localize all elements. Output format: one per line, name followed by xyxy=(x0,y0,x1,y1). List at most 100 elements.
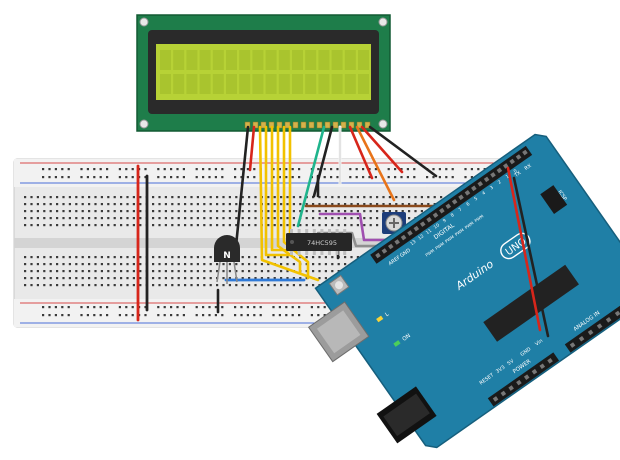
breadboard-hole xyxy=(291,314,294,317)
breadboard-hole xyxy=(61,306,64,309)
lcd-pin-header xyxy=(244,121,371,129)
breadboard-hole xyxy=(195,306,198,309)
breadboard-hole xyxy=(234,306,237,309)
breadboard-hole xyxy=(75,224,78,227)
breadboard-hole xyxy=(139,196,142,199)
breadboard-hole xyxy=(337,196,340,199)
lcd-char-cell xyxy=(160,50,171,70)
lcd-pin xyxy=(276,121,283,129)
breadboard-hole xyxy=(94,270,97,273)
breadboard-hole xyxy=(291,306,294,309)
breadboard-hole xyxy=(253,314,256,317)
breadboard-hole xyxy=(24,224,27,227)
breadboard-hole xyxy=(344,256,347,259)
breadboard-hole xyxy=(235,217,238,220)
breadboard-hole xyxy=(94,196,97,199)
digital-pin-number: 13 xyxy=(409,239,417,247)
breadboard-hole xyxy=(163,176,166,179)
breadboard-hole xyxy=(273,284,276,287)
breadboard-hole xyxy=(298,168,301,171)
breadboard-hole xyxy=(190,270,193,273)
breadboard-hole xyxy=(253,168,256,171)
breadboard-hole xyxy=(241,224,244,227)
breadboard-hole xyxy=(292,217,295,220)
breadboard-hole xyxy=(216,203,219,206)
breadboard-hole xyxy=(376,224,379,227)
breadboard-hole xyxy=(176,176,179,179)
breadboard-hole xyxy=(120,263,123,266)
breadboard-hole xyxy=(190,263,193,266)
header-pin xyxy=(578,335,585,342)
breadboard-hole xyxy=(30,270,33,273)
breadboard-hole xyxy=(216,196,219,199)
breadboard-hole xyxy=(94,263,97,266)
ic-pin xyxy=(290,250,293,255)
lcd-char-cell xyxy=(344,74,356,94)
breadboard-hole xyxy=(209,277,212,280)
breadboard-hole xyxy=(43,277,46,280)
breadboard-hole xyxy=(344,263,347,266)
breadboard-hole xyxy=(126,217,129,220)
breadboard-hole xyxy=(299,196,302,199)
ic-pin xyxy=(328,250,331,255)
breadboard-hole xyxy=(176,314,179,317)
breadboard-hole xyxy=(49,284,52,287)
breadboard-hole xyxy=(369,210,372,213)
breadboard-hole xyxy=(113,277,116,280)
breadboard-hole xyxy=(299,210,302,213)
header-pin xyxy=(419,221,426,227)
header-pin xyxy=(569,342,576,348)
breadboard-hole xyxy=(305,224,308,227)
breadboard-hole xyxy=(260,277,263,280)
breadboard-hole xyxy=(222,263,225,266)
breadboard-hole xyxy=(222,210,225,213)
breadboard-hole xyxy=(43,217,46,220)
breadboard-hole xyxy=(382,196,385,199)
breadboard-hole xyxy=(260,284,263,287)
header-pin xyxy=(387,243,394,250)
breadboard-hole xyxy=(336,176,339,179)
breadboard-hole xyxy=(298,176,301,179)
breadboard-hole xyxy=(107,203,110,206)
header-pin xyxy=(426,216,432,223)
breadboard-hole xyxy=(208,306,211,309)
breadboard-hole xyxy=(93,168,96,171)
breadboard-hole xyxy=(228,277,231,280)
breadboard-hole xyxy=(184,196,187,199)
breadboard-hole xyxy=(158,277,161,280)
breadboard-hole xyxy=(107,217,110,220)
breadboard-hole xyxy=(177,263,180,266)
breadboard-hole xyxy=(177,270,180,273)
breadboard-hole xyxy=(42,306,45,309)
lcd-pin xyxy=(284,121,291,129)
breadboard-hole xyxy=(158,284,161,287)
lcd-char-cell xyxy=(186,50,198,70)
breadboard-hole xyxy=(318,270,321,273)
breadboard-hole xyxy=(267,263,270,266)
lcd-pin xyxy=(340,121,347,129)
arduino-pcb xyxy=(314,133,620,449)
breadboard-hole xyxy=(158,203,161,206)
breadboard-hole xyxy=(292,263,295,266)
breadboard-hole xyxy=(56,210,59,213)
breadboard-hole xyxy=(152,224,155,227)
breadboard-hole xyxy=(81,224,84,227)
breadboard-hole xyxy=(426,176,429,179)
breadboard-hole xyxy=(445,176,448,179)
breadboard-hole xyxy=(202,314,205,317)
breadboard-hole xyxy=(139,210,142,213)
breadboard-hole xyxy=(216,284,219,287)
breadboard-hole xyxy=(131,176,134,179)
lcd-char-cell xyxy=(199,50,211,70)
breadboard-hole xyxy=(36,284,39,287)
breadboard-hole xyxy=(75,196,78,199)
breadboard-hole xyxy=(355,168,358,171)
header-pin xyxy=(509,158,515,165)
breadboard-hole xyxy=(267,203,270,206)
breadboard-hole xyxy=(139,224,142,227)
breadboard-hole xyxy=(126,277,129,280)
breadboard-hole xyxy=(68,277,71,280)
breadboard-hole xyxy=(260,263,263,266)
digital-pin-number: 7 xyxy=(458,207,464,214)
